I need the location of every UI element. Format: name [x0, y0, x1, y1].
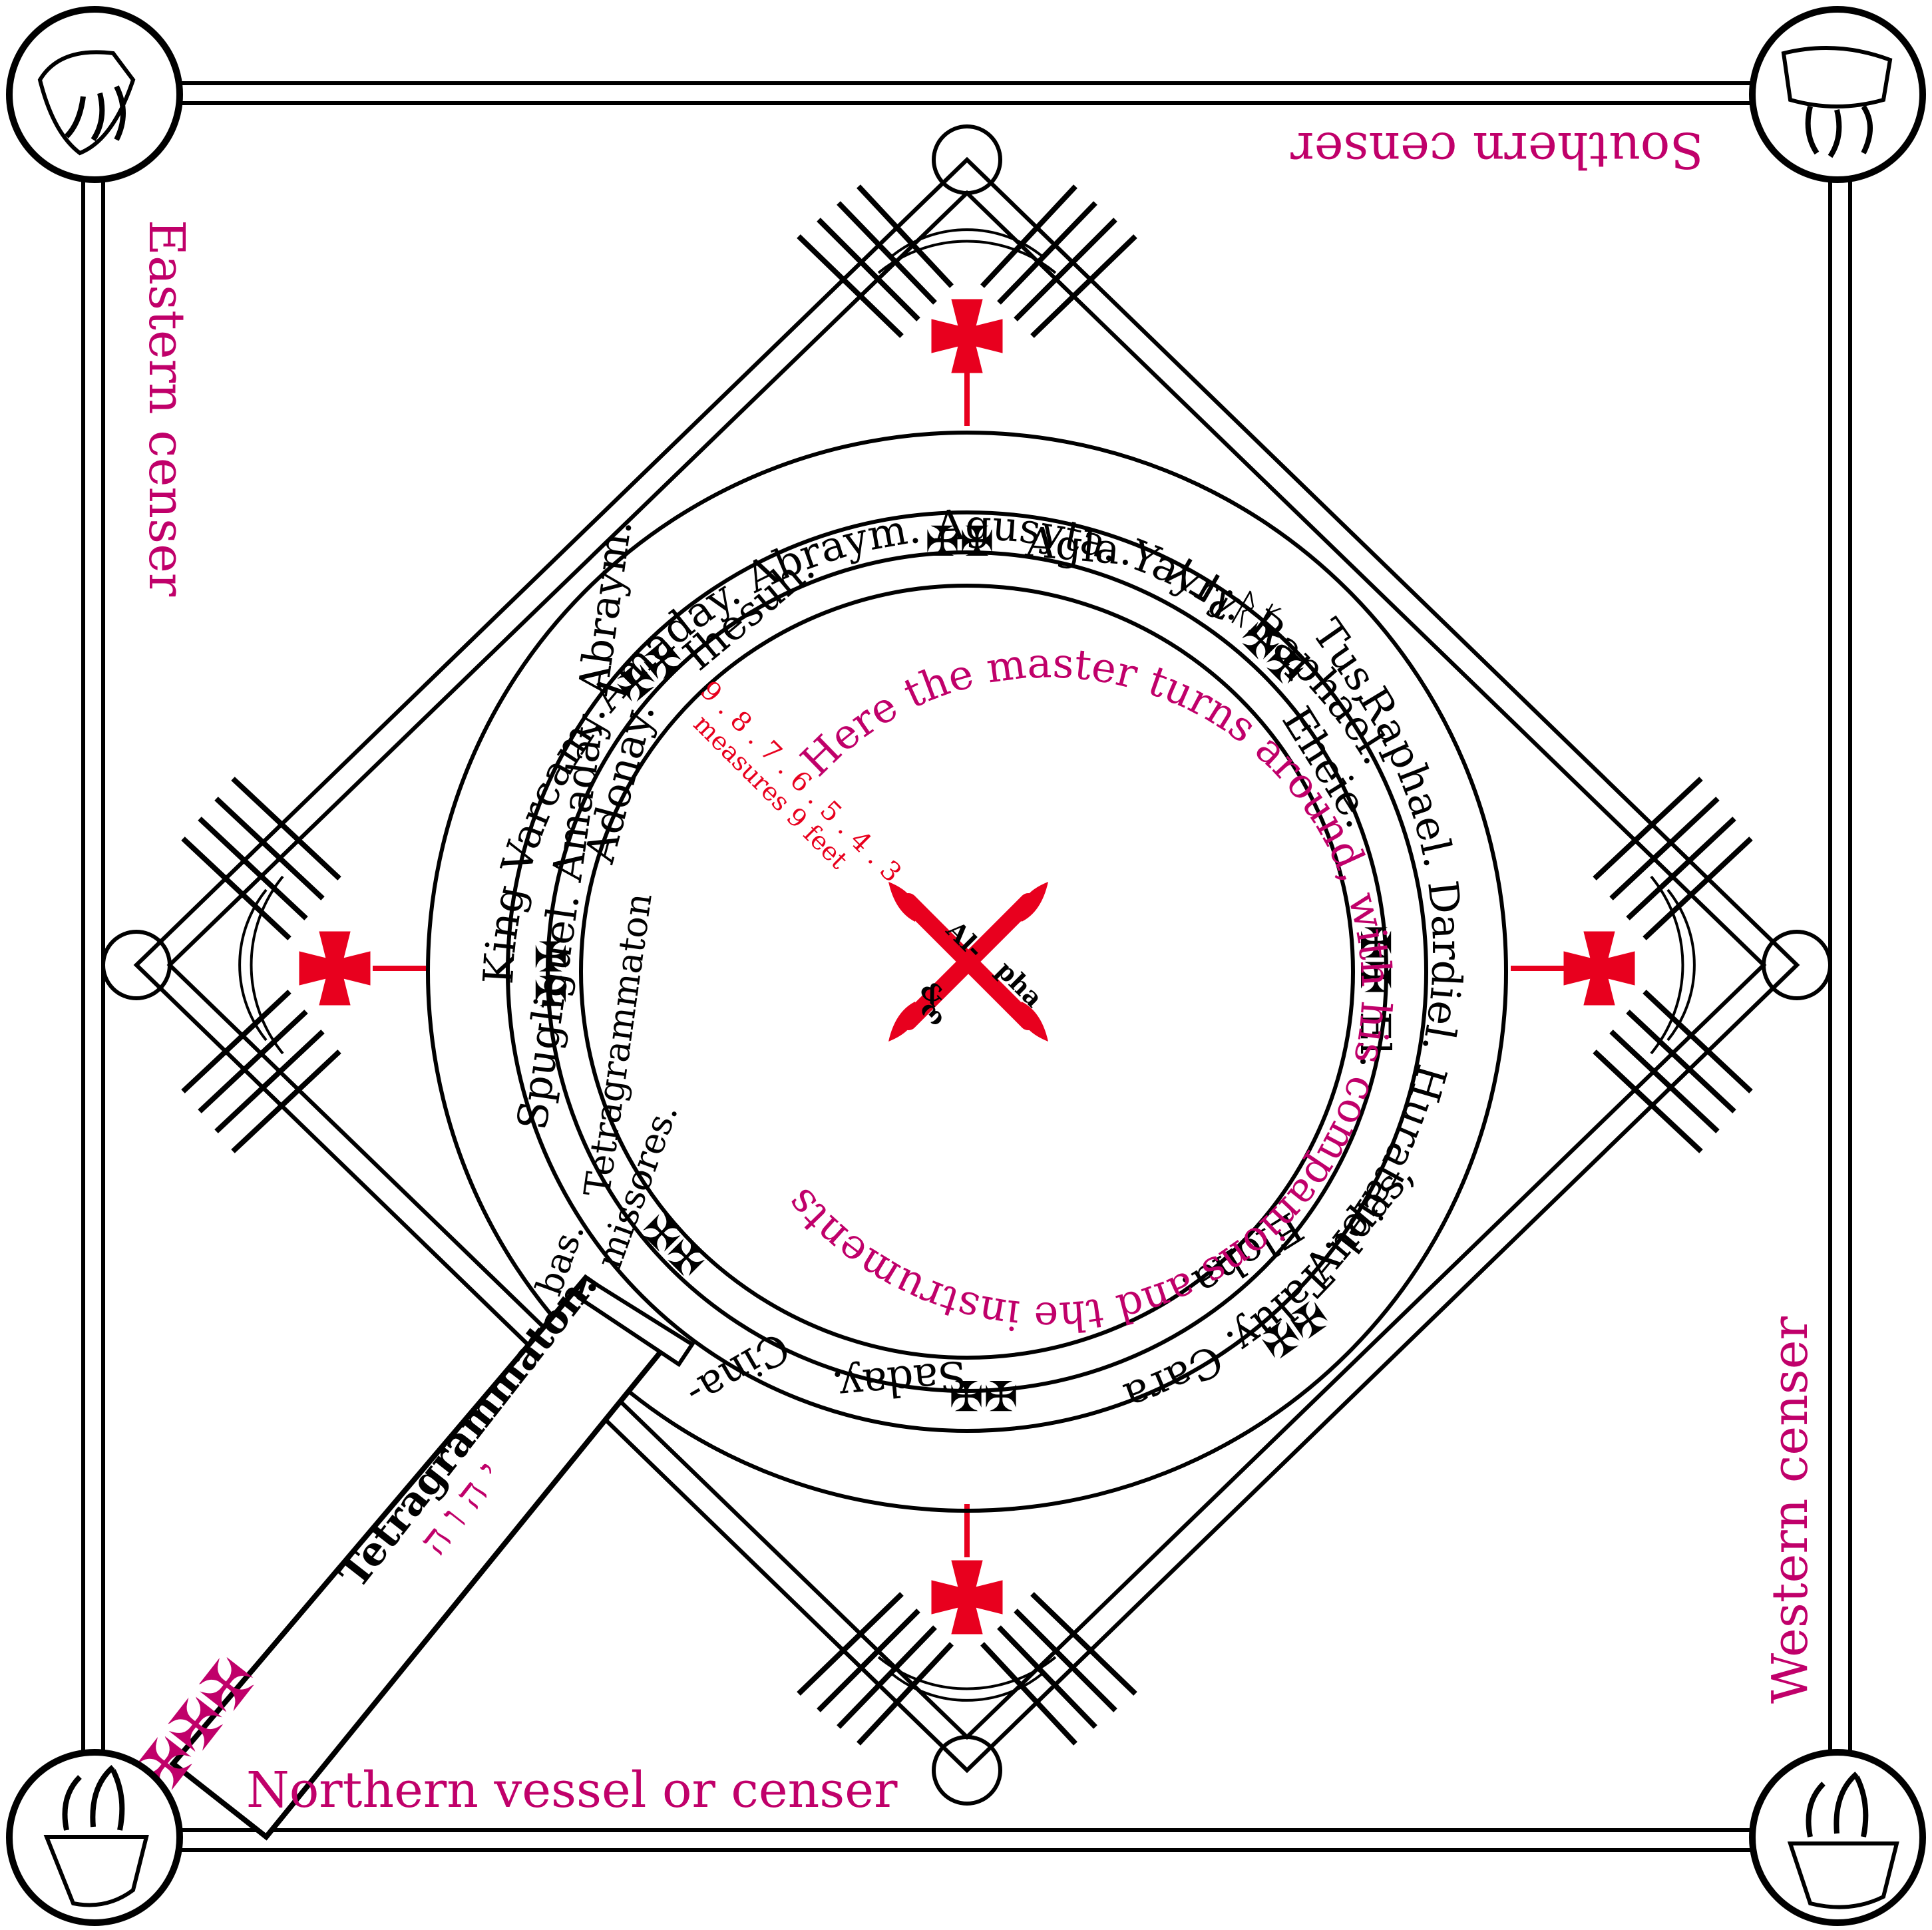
label-eastern: Eastern censer: [138, 220, 195, 597]
inner-ring-crosses-6: ✠✠: [949, 1371, 1018, 1420]
tetragrammaton-path: Tetragrammaton. י ה ו ה ✠✠✠: [123, 1261, 695, 1841]
red-cross-top: [931, 299, 1003, 426]
censer-top-right: [1749, 6, 1926, 183]
censer-bottom-left: [6, 1749, 183, 1926]
label-western: Western censer: [1762, 1316, 1819, 1704]
red-cross-bottom: [931, 1504, 1003, 1635]
censer-top-left: [6, 6, 183, 183]
red-crosses: [299, 299, 1635, 1635]
label-northern: Northern vessel or censer: [246, 1762, 898, 1819]
censer-labels: Eastern censer Southern censer Western c…: [138, 121, 1819, 1819]
inner-ring-crosses-7: ✠✠: [527, 939, 576, 1008]
inner-ring-el: El.: [1351, 1012, 1400, 1068]
red-cross-right: [1511, 931, 1635, 1006]
inner-ring-sadai: Saday.: [830, 1351, 968, 1411]
red-cross-left: [299, 931, 426, 1006]
label-southern: Southern censer: [1290, 121, 1704, 178]
magic-circles: [426, 431, 1508, 1513]
inner-ring-crosses-4: ✠✠: [1351, 925, 1400, 994]
nail-marks: [181, 184, 1753, 1746]
censer-medallions: [6, 6, 1926, 1926]
censer-bottom-right: [1749, 1749, 1926, 1926]
inner-ring-crosses-2: ✠✠: [925, 517, 994, 566]
inner-ring-agla: Agla.: [1024, 517, 1135, 575]
